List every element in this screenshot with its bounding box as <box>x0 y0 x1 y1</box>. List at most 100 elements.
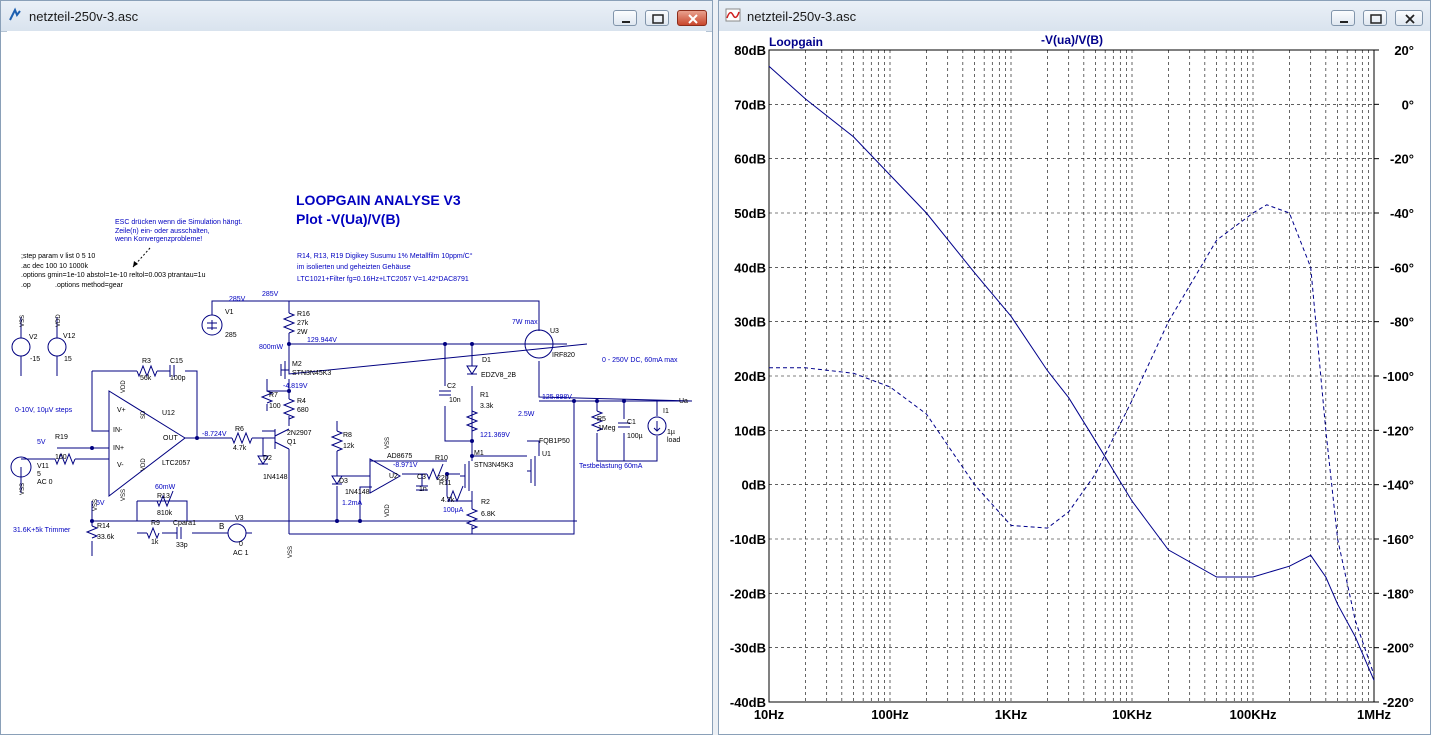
waveform-app-icon <box>725 8 741 22</box>
label-c3: C3 <box>417 474 426 481</box>
label-node-8971v: -8.971V <box>393 462 418 469</box>
label-m2-part: STN3N45K3 <box>292 370 331 377</box>
minimize-button[interactable] <box>613 10 637 26</box>
left-tick-label: -10dB <box>730 532 766 547</box>
esc-note-3: wenn Konvergenzprobleme! <box>114 236 202 243</box>
label-d2-part: 1N4148 <box>263 474 288 481</box>
label-r14: R14 <box>97 523 110 530</box>
right-tick-label: -120° <box>1383 423 1414 438</box>
pointer-arrow-head <box>133 261 138 267</box>
left-tick-label: -30dB <box>730 641 766 656</box>
label-d1-part: EDZV8_2B <box>481 372 516 379</box>
plot-titlebar[interactable]: netzteil-250v-3.asc <box>719 1 1430 32</box>
label-vss-e: VSS <box>20 483 26 495</box>
label-vss-c: VSS <box>288 546 294 558</box>
label-v2-value: -15 <box>30 356 40 363</box>
maximize-icon <box>1370 14 1382 24</box>
label-r7-value: 100 <box>269 403 281 410</box>
x-tick-label: 10KHz <box>1112 707 1152 722</box>
housing-note: im isolierten und geheizten Gehäuse <box>297 264 411 271</box>
esc-note-2: Zeile(n) ein- oder ausschalten, <box>115 228 210 235</box>
label-r10: R10 <box>435 455 448 462</box>
label-q1: Q1 <box>287 439 296 446</box>
left-tick-label: 10dB <box>734 423 766 438</box>
label-v12: V12 <box>63 333 76 340</box>
plot-maximize-button[interactable] <box>1363 10 1387 26</box>
minimize-icon <box>1340 21 1348 23</box>
label-r19-value: 100 <box>55 454 67 461</box>
close-icon <box>688 14 698 24</box>
right-tick-label: 20° <box>1394 43 1414 58</box>
label-285v-a: 285V <box>229 296 246 303</box>
left-tick-label: 50dB <box>734 206 766 221</box>
label-r2-value: 6.8K <box>481 511 496 518</box>
label-285v-b: 285V <box>262 291 279 298</box>
label-node-125v: 125.898V <box>542 394 572 401</box>
right-tick-label: -80° <box>1390 315 1414 330</box>
directive-1: ;step param v list 0 5 10 <box>21 253 95 260</box>
label-c2-value: 10n <box>449 397 461 404</box>
label-v3-ac: AC 1 <box>233 550 249 557</box>
label-vdd-a: VDD <box>56 314 62 327</box>
phase-trace <box>769 204 1375 675</box>
label-vss-d: VSS <box>385 437 391 449</box>
label-d3: D3 <box>339 478 348 485</box>
maximize-icon <box>652 14 664 24</box>
plot-minimize-button[interactable] <box>1331 10 1355 26</box>
label-in-plus: IN+ <box>113 445 124 452</box>
label-c15-value: 100p <box>170 375 186 382</box>
left-tick-label: 70dB <box>734 97 766 112</box>
label-r19: R19 <box>55 434 68 441</box>
schematic-canvas[interactable]: LOOPGAIN ANALYSE V3 Plot -V(Ua)/V(B) ESC… <box>7 31 706 730</box>
right-tick-label: -220° <box>1383 695 1414 710</box>
schematic-app-icon <box>9 7 21 21</box>
label-5v: 5V <box>37 439 46 446</box>
label-fqb1p50: FQB1P50 <box>539 438 570 445</box>
label-u2: U2 <box>389 473 398 480</box>
left-tick-label: 60dB <box>734 152 766 167</box>
label-r10-value: 220 <box>437 475 449 482</box>
label-out-pin: OUT <box>163 435 179 442</box>
label-v1-value: 285 <box>225 332 237 339</box>
label-q1-part: 2N2907 <box>287 430 312 437</box>
esc-note-1: ESC drücken wenn die Simulation hängt. <box>115 219 242 226</box>
label-r14-value: 33.6k <box>97 534 115 541</box>
directive-4: .op <box>21 282 31 289</box>
label-r11: R11 <box>439 480 451 487</box>
right-tick-label: -20° <box>1390 152 1414 167</box>
label-node-129v: 129.944V <box>307 337 337 344</box>
label-r5: R5 <box>597 416 606 423</box>
label-v11-ac: AC 0 <box>37 479 53 486</box>
minimize-icon <box>622 21 630 23</box>
maximize-button[interactable] <box>645 10 669 26</box>
right-tick-label: -60° <box>1390 260 1414 275</box>
label-1-2ma: 1.2mA <box>342 500 363 507</box>
plot-window-title: netzteil-250v-3.asc <box>747 9 857 24</box>
right-tick-label: -100° <box>1383 369 1414 384</box>
label-ua: Ua <box>679 398 688 405</box>
left-tick-label: -20dB <box>730 586 766 601</box>
label-vdd-c: VDD <box>385 504 391 517</box>
label-r13-value: 810k <box>157 510 173 517</box>
label-i1-load: load <box>667 437 680 444</box>
schematic-window[interactable]: netzteil-250v-3.asc <box>0 0 713 735</box>
label-node-8724v: -8.724V <box>202 431 227 438</box>
schematic-heading-2: Plot -V(Ua)/V(B) <box>296 211 400 227</box>
right-axis-ticks: 20°0°-20°-40°-60°-80°-100°-120°-140°-160… <box>1374 43 1414 710</box>
close-button[interactable] <box>677 10 707 26</box>
label-r3-value: 56k <box>140 375 152 382</box>
components <box>10 312 667 543</box>
label-r7: R7 <box>269 392 278 399</box>
label-r13: R13 <box>157 493 170 500</box>
label-5v-b: 5V <box>96 500 105 507</box>
left-axis-ticks: 80dB70dB60dB50dB40dB30dB20dB10dB0dB-10dB… <box>730 43 766 710</box>
plot-close-button[interactable] <box>1395 10 1423 26</box>
label-r9-value: 1k <box>151 539 159 546</box>
label-r1-value: 3.3k <box>480 403 494 410</box>
label-r6-value: 4.7k <box>233 445 247 452</box>
label-v2: V2 <box>29 334 38 341</box>
label-vplus: V+ <box>117 407 126 414</box>
schematic-titlebar[interactable]: netzteil-250v-3.asc <box>1 1 712 32</box>
